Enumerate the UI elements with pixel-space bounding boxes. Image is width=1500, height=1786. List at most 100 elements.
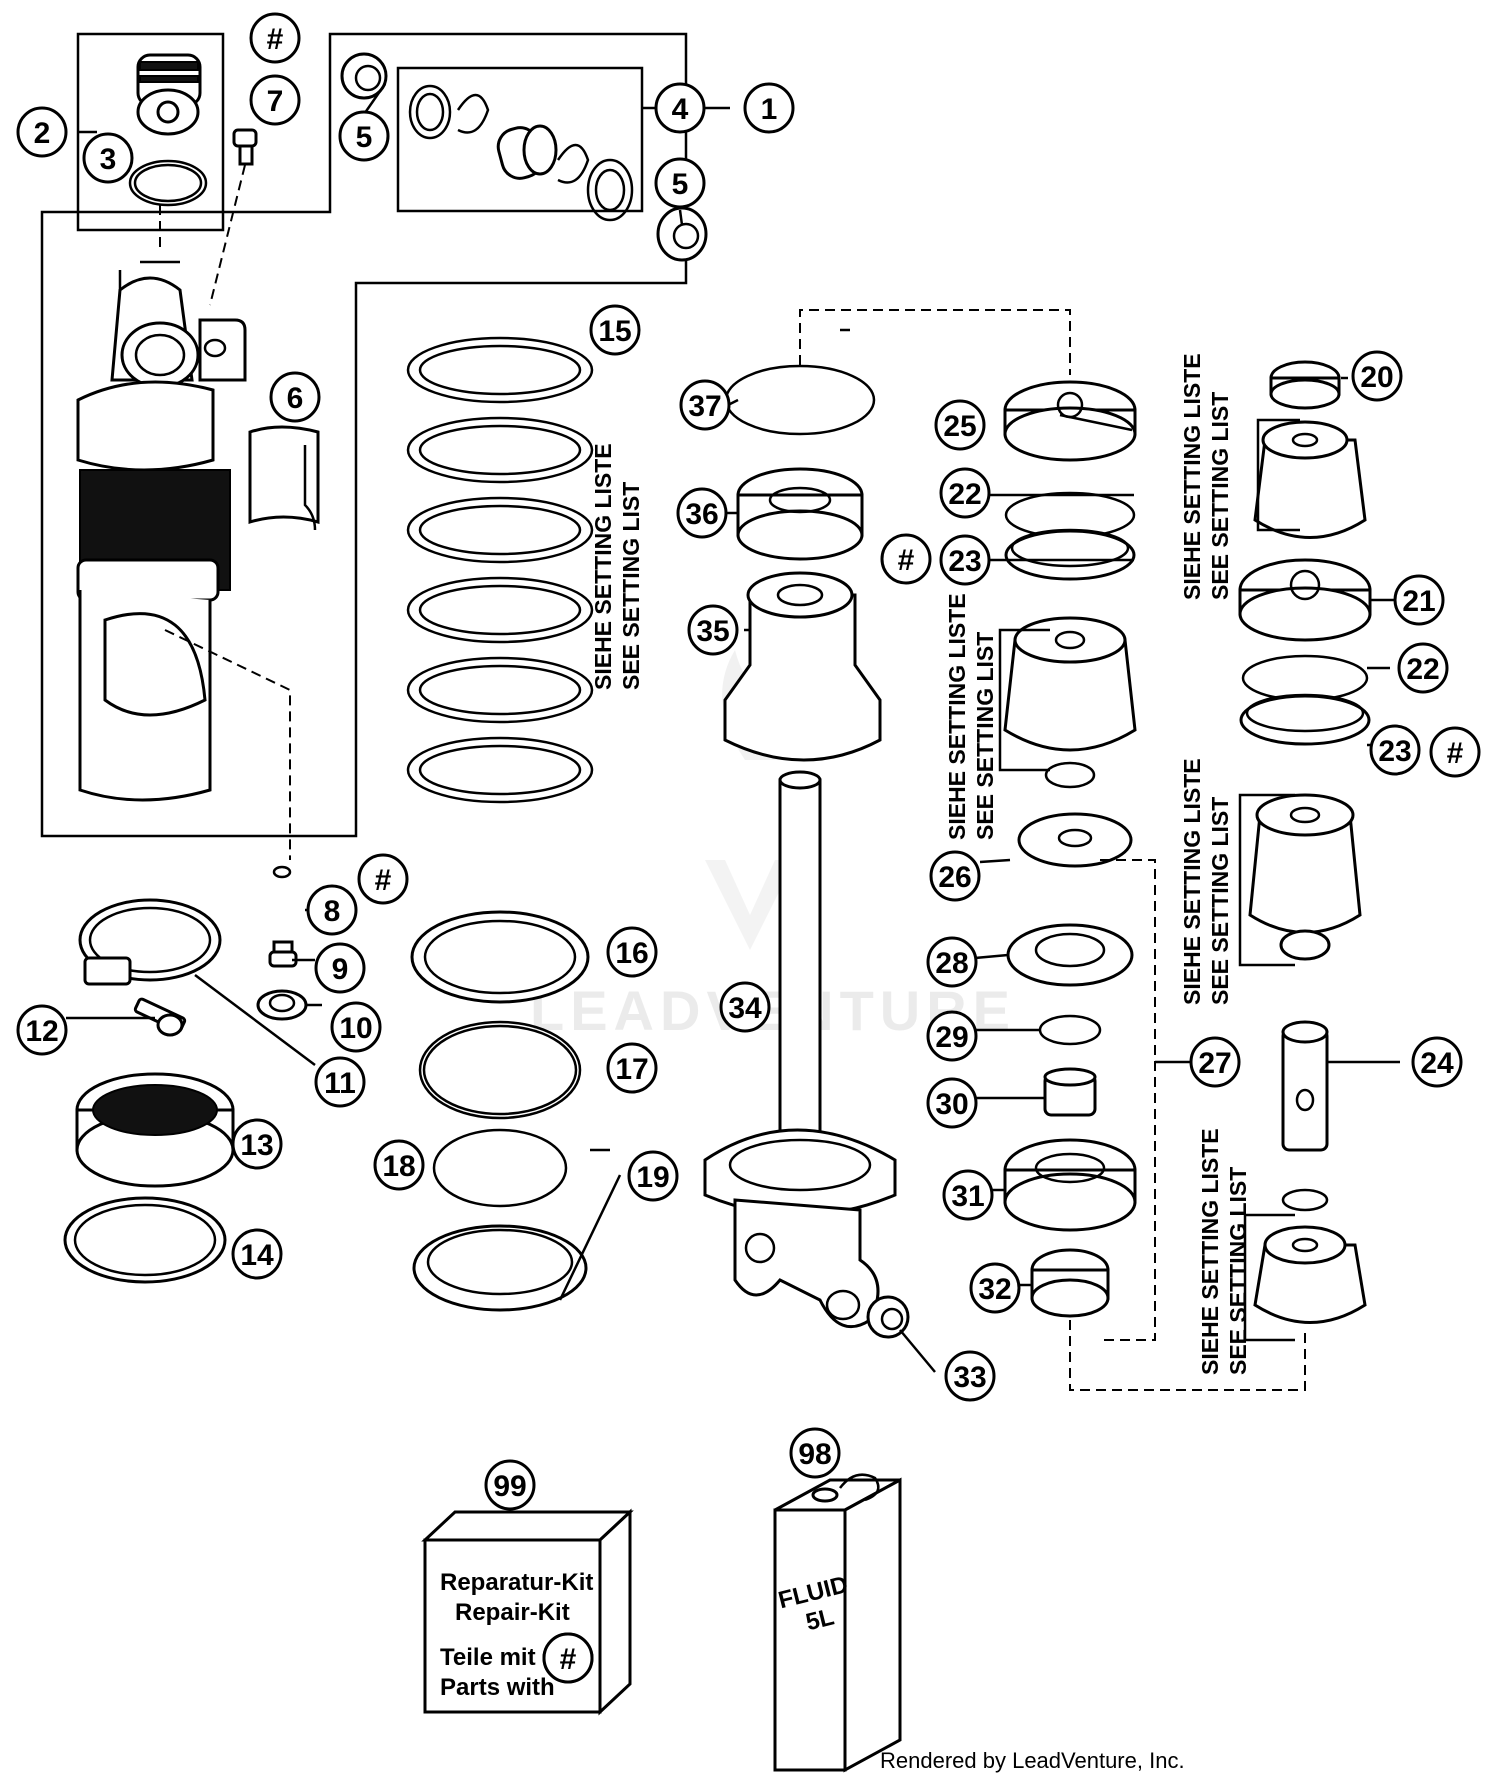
callout-number: 2 (34, 117, 51, 150)
callout-h5: # (542, 1632, 594, 1684)
setting-label-line1: SIEHE SETTING LISTE (1179, 353, 1205, 600)
callout-circle (1189, 1036, 1241, 1088)
callout-circle (606, 926, 658, 978)
callout-number: 5 (356, 121, 373, 154)
callout-c25: 25 (934, 399, 986, 451)
leader-dashes-right (1069, 859, 1306, 1391)
callout-circle (789, 1427, 841, 1479)
setting-label-line1: SIEHE SETTING LISTE (1179, 758, 1205, 1005)
callout-circle (944, 1350, 996, 1402)
callout-c3: 3 (82, 132, 134, 184)
shim-stack-top (1253, 420, 1367, 539)
part-25-piston (1003, 380, 1137, 462)
callout-number: 27 (1198, 1047, 1231, 1080)
part-20-nut (1269, 360, 1341, 410)
part-37-snap-ring (724, 364, 876, 436)
part-34-shaft-assembly (703, 770, 897, 1329)
callout-number: 24 (1420, 1047, 1454, 1080)
part-3-o-ring (128, 159, 208, 207)
callout-c26: 26 (929, 850, 981, 902)
callout-circle (231, 1118, 283, 1170)
callout-number: 18 (382, 1150, 415, 1183)
callout-number: 7 (267, 85, 284, 118)
part-14-spacer-ring (63, 1196, 227, 1284)
fluid-can-label-2: 5L (803, 1603, 837, 1636)
callout-c5b: 5 (654, 157, 706, 209)
callout-c21: 21 (1393, 574, 1445, 626)
callout-circle (939, 467, 991, 519)
callout-circle (357, 853, 409, 905)
callout-c19: 19 (627, 1150, 679, 1202)
setting-label-line1: SIEHE SETTING LISTE (1197, 1128, 1223, 1375)
callout-number: 13 (240, 1129, 273, 1162)
callout-c4: 4 (654, 82, 706, 134)
callout-number: # (1447, 737, 1464, 770)
callout-c24: 24 (1411, 1036, 1463, 1088)
callout-number: 34 (728, 992, 762, 1025)
callout-number: 22 (1406, 653, 1439, 686)
callout-circle (231, 1228, 283, 1280)
callout-circle (743, 82, 795, 134)
callout-c34: 34 (719, 981, 771, 1033)
callout-number: 10 (339, 1012, 372, 1045)
callout-number: 15 (598, 315, 631, 348)
callout-h3: # (880, 533, 932, 585)
callout-circle (687, 604, 739, 656)
setting-label-line2: SEE SETTING LIST (972, 632, 998, 840)
render-credit: Rendered by LeadVenture, Inc. (880, 1748, 1185, 1773)
part-28-seal-housing (1006, 923, 1134, 987)
callout-c5a: 5 (338, 110, 390, 162)
callout-number: 33 (953, 1361, 986, 1394)
callout-circle (969, 1262, 1021, 1314)
callout-c23b: 23 (1369, 724, 1421, 776)
part-23-ring-right (1239, 693, 1371, 746)
callout-circle (1411, 1036, 1463, 1088)
repair-kit-title-de: Reparatur-Kit (440, 1569, 593, 1596)
callout-number: 1 (761, 93, 778, 126)
part-19-spring-seat (412, 1224, 588, 1312)
callout-number: 23 (1378, 735, 1411, 768)
setting-label-right-stack: SIEHE SETTING LISTE SEE SETTING LIST (1179, 758, 1233, 1005)
callout-c1: 1 (743, 82, 795, 134)
setting-label-line2: SEE SETTING LIST (1207, 392, 1233, 600)
callout-circle (1369, 724, 1421, 776)
part-16-spring-seat (410, 910, 590, 1004)
callout-number: # (267, 23, 284, 56)
callout-number: 16 (615, 937, 648, 970)
callout-circle (719, 981, 771, 1033)
part-21-valve-piston (1238, 558, 1372, 642)
repair-kit-parts-en: Parts with (440, 1674, 555, 1701)
callout-circle (939, 534, 991, 586)
callout-c9: 9 (314, 942, 366, 994)
setting-label-top-stack: SIEHE SETTING LISTE SEE SETTING LIST (1179, 353, 1233, 600)
callout-number: 36 (685, 498, 718, 531)
callout-c30: 30 (926, 1077, 978, 1129)
callout-number: 25 (943, 410, 976, 443)
part-13-preload-nut (75, 1072, 235, 1188)
part-18-circlip (432, 1128, 568, 1208)
callout-circle (654, 157, 706, 209)
shim-stack-middle (1003, 616, 1137, 789)
callout-c36: 36 (676, 487, 728, 539)
callout-number: 12 (25, 1015, 58, 1048)
callout-number: 14 (240, 1239, 274, 1272)
callout-number: 31 (951, 1180, 984, 1213)
callout-h4: # (1429, 726, 1481, 778)
part-30-bushing (1043, 1067, 1097, 1117)
part-32-dust-seal (1030, 1248, 1110, 1318)
damper-reservoir-body (76, 260, 247, 802)
part-31-seal-head (1003, 1138, 1137, 1232)
part-24-valve-body (1281, 1020, 1329, 1152)
callout-number: 29 (935, 1021, 968, 1054)
callout-number: 22 (948, 478, 981, 511)
part-33-bushing (866, 1295, 910, 1339)
callout-c8: 8 (306, 884, 358, 936)
callout-circle (1429, 726, 1481, 778)
callout-c16: 16 (606, 926, 658, 978)
callout-circle (880, 533, 932, 585)
callout-c31: 31 (942, 1169, 994, 1221)
callout-c29: 29 (926, 1010, 978, 1062)
callout-c33: 33 (944, 1350, 996, 1402)
callout-number: 4 (672, 93, 689, 126)
